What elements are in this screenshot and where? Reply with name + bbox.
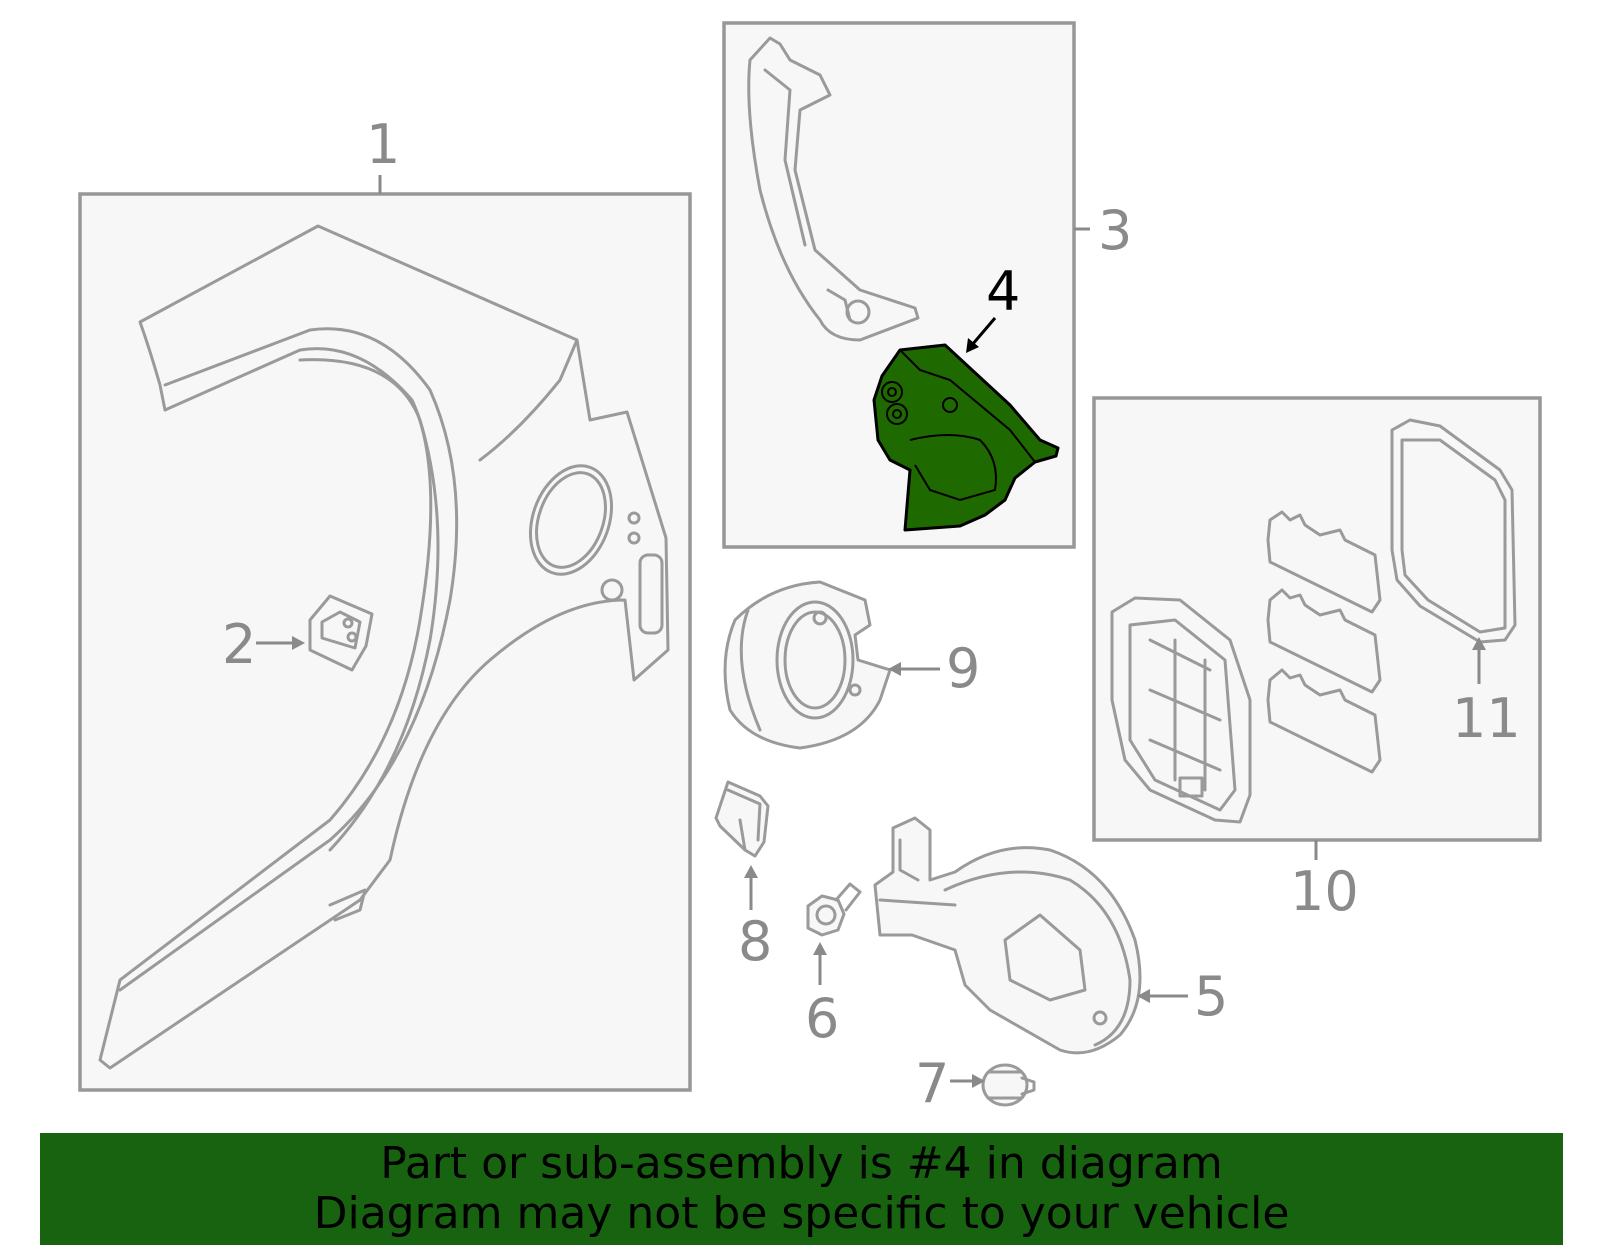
leader-5-arrow	[1137, 989, 1150, 1003]
leader-9-arrow	[888, 662, 901, 676]
banner-line-2: Diagram may not be specific to your vehi…	[313, 1188, 1290, 1239]
part-2-bracket	[308, 594, 374, 672]
callout-1[interactable]: 1	[366, 113, 400, 176]
leader-2-arrow	[292, 636, 305, 650]
banner-line-1: Part or sub-assembly is #4 in diagram	[380, 1138, 1223, 1189]
quarter-panel-drawing	[98, 224, 670, 1070]
door-assembly-drawing	[1110, 418, 1517, 824]
part-8-clip	[714, 780, 770, 858]
part-4-highlighted-panel	[872, 343, 1060, 532]
callout-4[interactable]: 4	[986, 260, 1020, 323]
callout-2[interactable]: 2	[222, 613, 256, 676]
callout-5[interactable]: 5	[1194, 965, 1228, 1028]
callout-10[interactable]: 10	[1290, 860, 1359, 923]
part-5-fuel-door	[873, 816, 1142, 1055]
part-9-filler-housing	[723, 580, 892, 750]
leader-6-arrow	[813, 942, 827, 955]
leader-8-arrow	[744, 865, 758, 878]
leader-11-arrow	[1472, 637, 1486, 650]
leader-4-arrow	[966, 338, 979, 353]
pillar-drawing	[747, 36, 920, 342]
callout-8[interactable]: 8	[738, 910, 772, 973]
callout-11[interactable]: 11	[1452, 687, 1521, 750]
part-notice-banner: Part or sub-assembly is #4 in diagram Di…	[40, 1133, 1563, 1245]
leader-4	[970, 317, 997, 346]
leader-7-arrow	[972, 1074, 985, 1088]
part-6-bolt	[806, 882, 862, 937]
callout-3[interactable]: 3	[1098, 199, 1132, 262]
part-7-bumper-plug	[981, 1063, 1036, 1107]
callout-9[interactable]: 9	[946, 637, 980, 700]
box-part-1	[78, 192, 692, 1092]
callout-7[interactable]: 7	[915, 1052, 949, 1115]
callout-6[interactable]: 6	[805, 987, 839, 1050]
